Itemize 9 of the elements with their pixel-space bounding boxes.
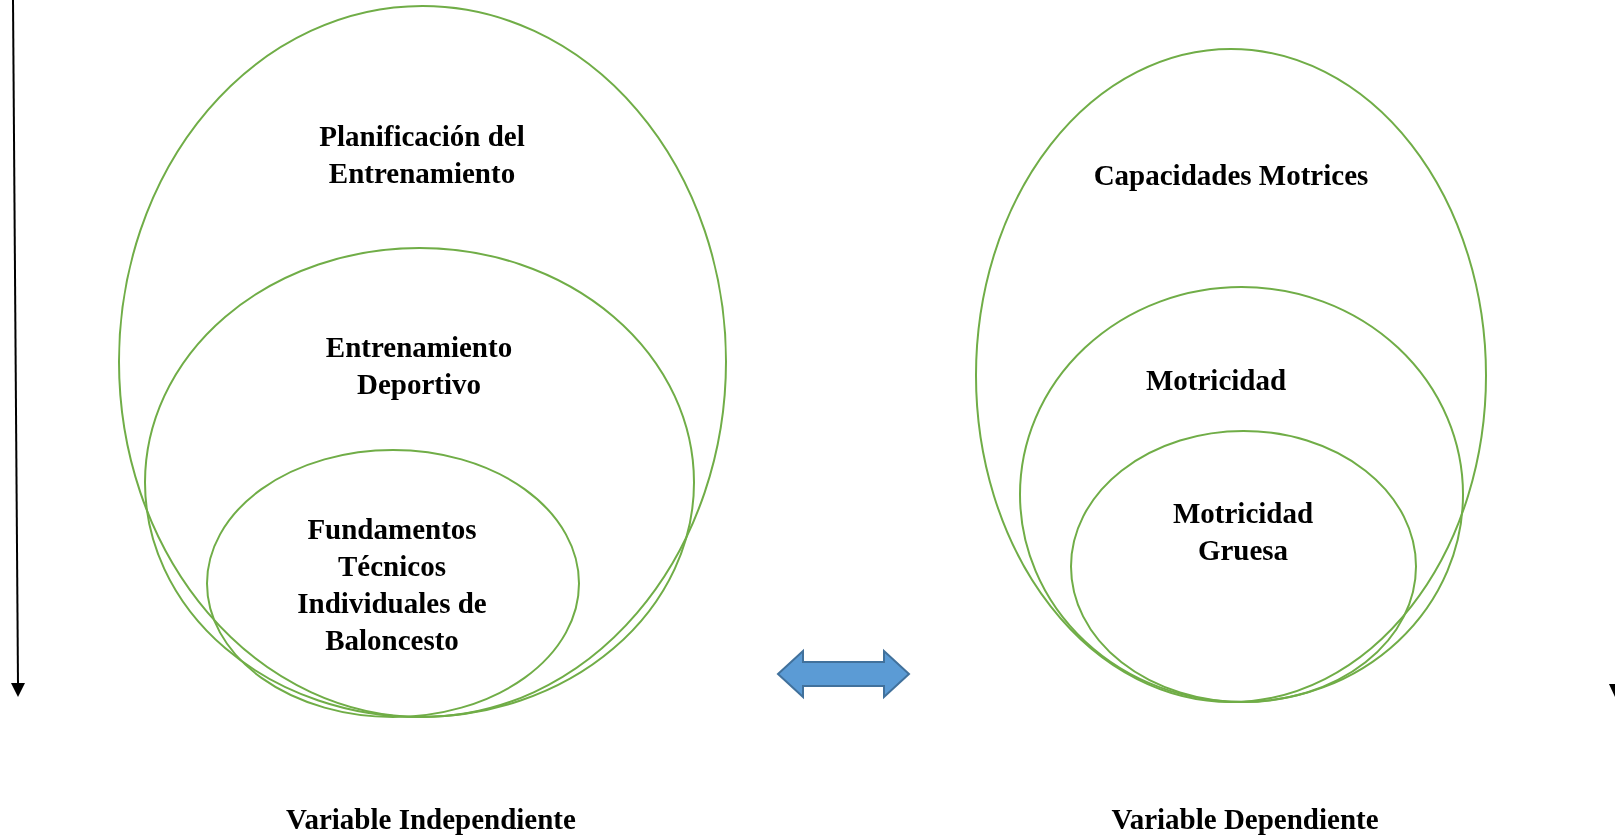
- double-arrow: [776, 648, 911, 700]
- ellipse-label: Entrenamiento Deportivo: [324, 330, 514, 402]
- ellipse-label: Capacidades Motrices: [1092, 157, 1370, 193]
- ellipse-label: Motricidad: [1144, 362, 1288, 398]
- ellipse-label: Motricidad Gruesa: [1171, 496, 1315, 568]
- ellipse-label: Planificación del Entrenamiento: [318, 119, 526, 191]
- variable-caption: Variable Independiente: [286, 803, 576, 836]
- variable-caption: Variable Dependiente: [1111, 803, 1379, 836]
- ellipse-label: Fundamentos Técnicos Individuales de Baloncesto: [296, 512, 488, 658]
